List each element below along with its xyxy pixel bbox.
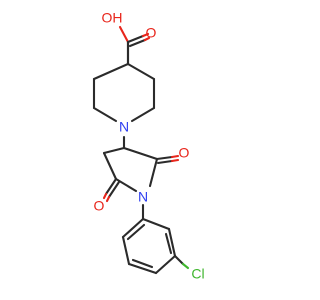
ph-bond-4 [127,262,158,275]
bond-c-o-double-1 [126,34,145,44]
bond-cl-green [181,262,190,270]
succ-bond-3 [114,177,138,193]
ph-bond-1 [141,217,171,231]
co-upper-red-1 [170,154,180,159]
imide-oxygen-lower-label: O [94,198,105,214]
imide-nitrogen-label: N [138,189,148,205]
bond-c-o-double-2 [128,38,147,48]
ph-bond-3 [154,254,177,275]
co-lower-red-1 [102,192,108,200]
succ-bond-4 [102,151,118,181]
chlorophenyl-ring [121,217,190,275]
piperidine-ring [92,62,156,123]
pip-bond-3 [130,106,156,123]
ph-inner-2 [131,258,154,269]
imide-oxygen-upper-label: O [179,145,190,161]
chlorine-label: Cl [191,266,204,282]
co-lower-red-2 [105,195,111,203]
hydroxyl-label: OH [102,10,123,26]
acid-oxygen-label: O [146,25,157,41]
pip-bond-4 [92,106,118,123]
pip-bond-6 [92,62,130,81]
co-lower-2 [107,180,121,199]
bond-c-cl [173,254,185,266]
bond-o-red-1 [141,32,150,38]
ph-bond-5 [121,235,131,266]
chemical-structure: OH O N O N O Cl [92,10,205,282]
piperidine-nitrogen-label: N [119,119,129,135]
ph-bond-6 [121,217,145,239]
co-upper-1 [155,155,174,161]
ph-inner-3 [126,223,146,241]
co-lower-1 [104,177,118,196]
bond-o-red-2 [143,36,151,42]
succ-bond-5 [102,146,126,155]
succ-bond-2 [148,157,159,188]
pip-bond-1 [126,62,156,81]
co-upper-red-2 [170,158,180,163]
bond-oh [118,25,130,44]
succinimide-ring [102,146,180,203]
ph-inner-1 [164,232,173,255]
co-upper-2 [156,159,174,165]
carboxylic-acid-group [118,25,151,66]
ph-bond-2 [167,227,177,258]
succ-bond-1 [122,146,159,161]
